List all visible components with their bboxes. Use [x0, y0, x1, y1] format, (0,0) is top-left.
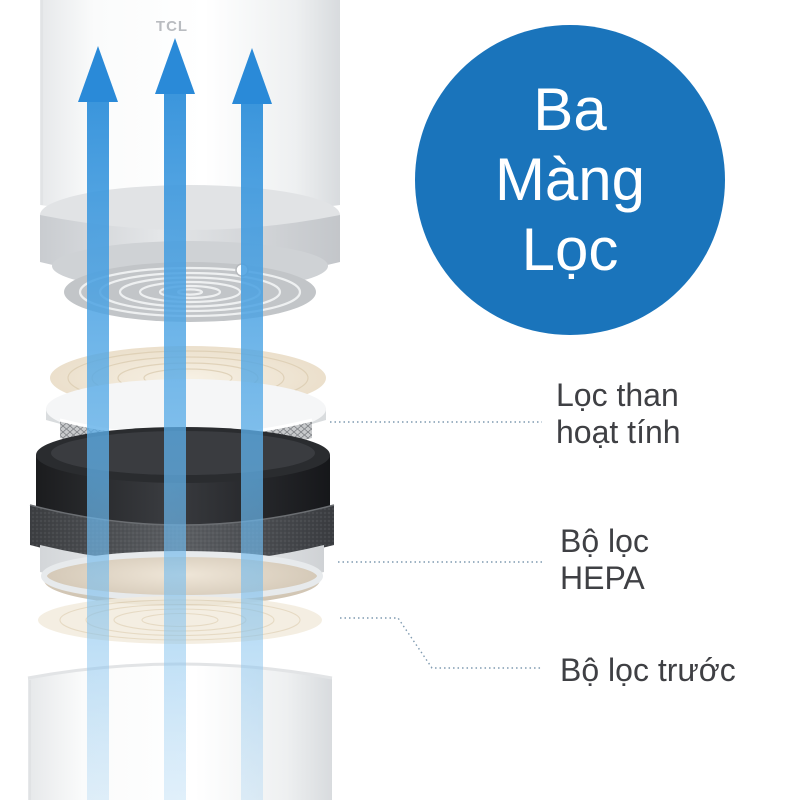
leader-line-pre — [340, 617, 542, 669]
upper-housing: TCL — [40, 0, 340, 322]
airflow-arrow-left — [78, 46, 118, 800]
label-pre-line-1: Bộ lọc trước — [560, 652, 736, 688]
leader-lines — [330, 421, 542, 669]
label-carbon-line-1: Lọc than — [556, 377, 679, 413]
label-hepa-line-1: Bộ lọc — [560, 523, 649, 559]
upward-airflow-arrow-icon — [78, 38, 272, 800]
badge-line-1: Ba — [533, 76, 607, 143]
badge-line-2: Màng — [494, 146, 646, 213]
title-badge: Ba Màng Lọc — [415, 25, 725, 335]
label-hepa-filter: Bộ lọc HEPA — [560, 523, 649, 597]
badge-line-3: Lọc — [521, 216, 619, 283]
label-hepa-line-2: HEPA — [560, 560, 645, 596]
airflow-arrow-center — [155, 38, 195, 800]
label-carbon-line-2: hoạt tính — [556, 414, 681, 450]
airflow-arrow-right — [232, 48, 272, 800]
label-pre-filter: Bộ lọc trước — [560, 652, 736, 689]
label-carbon-filter: Lọc than hoạt tính — [556, 377, 681, 451]
brand-logo: TCL — [156, 18, 188, 35]
